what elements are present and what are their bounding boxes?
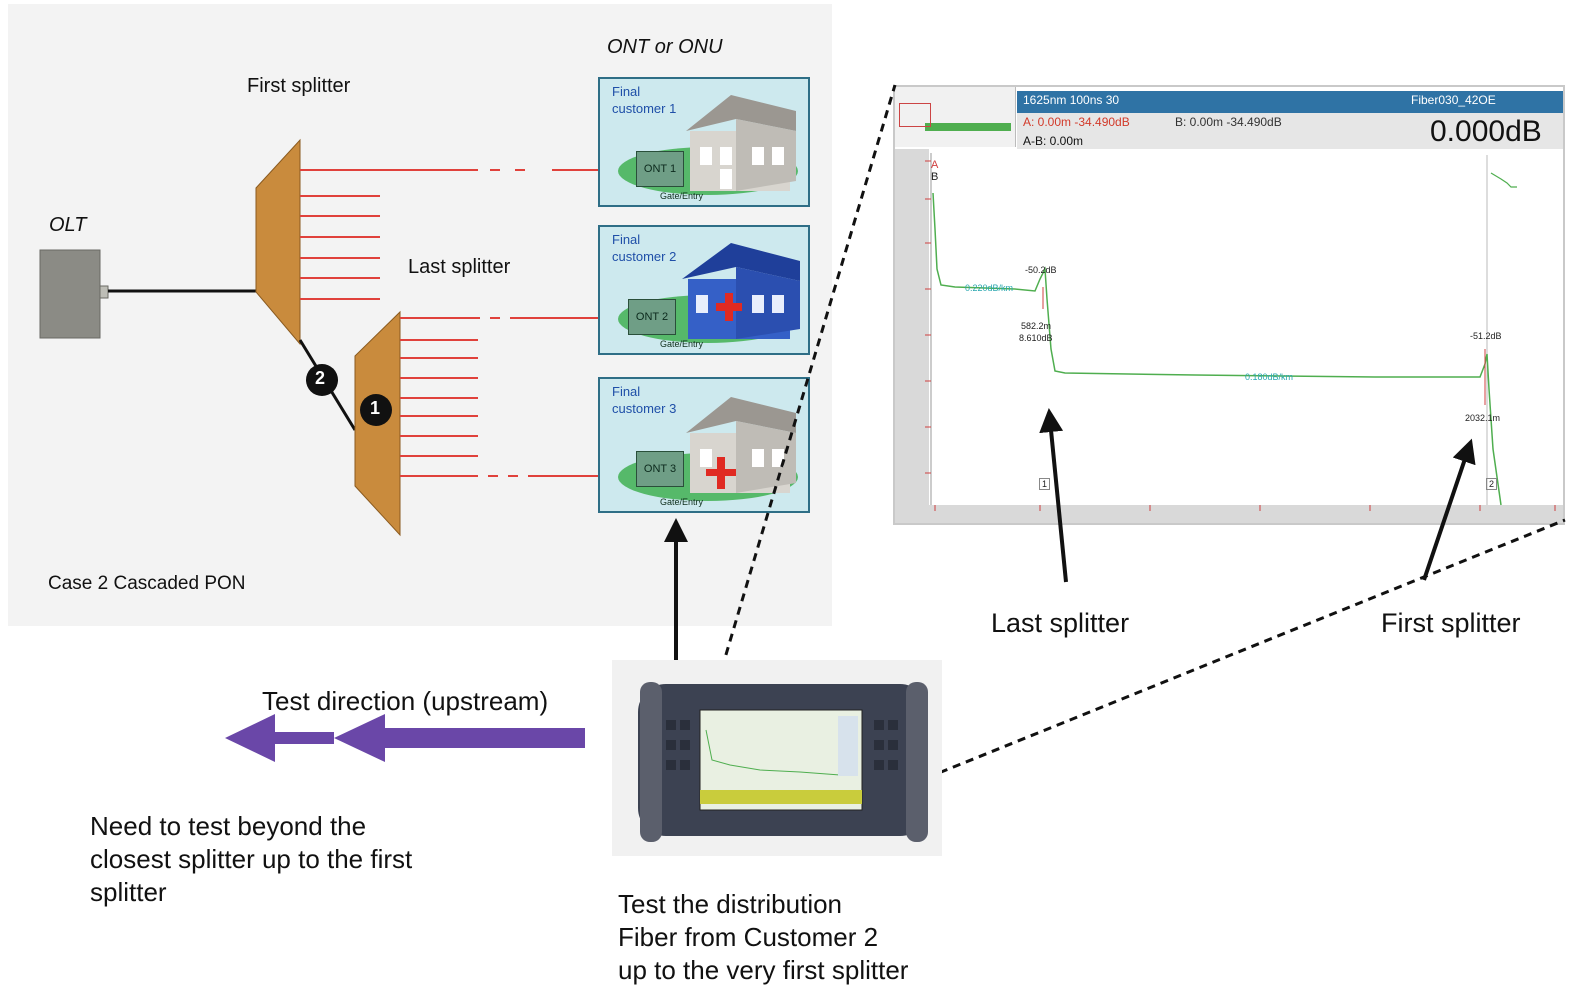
cursor-ab-readout: A-B: 0.00m <box>1023 134 1084 148</box>
otdr-header-bar <box>1017 91 1563 113</box>
marker-2-circle <box>306 364 338 396</box>
need-text-line: closest splitter up to the first <box>90 844 413 874</box>
event-1-loss: 8.610dB <box>1019 333 1053 343</box>
section-2-slope: 0.180dB/km <box>1245 372 1294 382</box>
otdr-loss-value: 0.000dB <box>1430 115 1542 148</box>
house-icon <box>682 243 800 339</box>
pon-diagram-graphics <box>39 138 640 537</box>
marker-1-label: 1 <box>370 398 381 418</box>
event-box-1: 1 <box>1039 478 1051 490</box>
event-1-distance: 582.2m <box>1021 321 1052 331</box>
house-icon <box>686 95 796 191</box>
event-2-reflectance: -51.2dB <box>1470 331 1502 341</box>
first-splitter-shape <box>255 138 301 346</box>
last-splitter-annotation: Last splitter <box>991 608 1130 638</box>
olt-box <box>39 249 101 339</box>
need-text-line: splitter <box>90 877 167 907</box>
overview-thumbnail <box>895 87 1016 147</box>
first-splitter-label: First splitter <box>247 75 351 97</box>
first-splitter-annotation: First splitter <box>1381 608 1521 638</box>
section-1-slope: 0.220dB/km <box>965 283 1014 293</box>
cursor-b-readout: B: 0.00m -34.490dB <box>1175 115 1282 129</box>
event-1-reflectance: -50.2dB <box>1025 265 1057 275</box>
ont-3: ONT 3 <box>636 451 684 487</box>
olt-label: OLT <box>49 214 87 236</box>
event-2-distance: 2032.1m <box>1465 413 1501 423</box>
ont-header-label: ONT or ONU <box>607 36 723 58</box>
ont-2: ONT 2 <box>628 299 676 335</box>
customer-2-box: ONT 2 Final customer 2 Gate/Entry <box>598 225 810 355</box>
customer-1-title: Final customer 1 <box>612 84 677 116</box>
test-text-line: Fiber from Customer 2 <box>618 922 879 952</box>
house-icon <box>686 397 796 493</box>
otdr-instrument-icon <box>612 660 942 856</box>
otdr-file-name: Fiber030_42OE <box>1411 93 1496 107</box>
customer-1-gate: Gate/Entry <box>660 191 704 201</box>
zoom-line-top <box>704 84 897 723</box>
test-distribution-text: Test the distribution Fiber from Custome… <box>618 888 908 987</box>
need-text: Need to test beyond the closest splitter… <box>90 810 412 909</box>
customer-3-box: ONT 3 Final customer 3 Gate/Entry <box>598 377 810 513</box>
otdr-acq-params: 1625nm 100ns 30 <box>1023 93 1120 107</box>
test-text-line: up to the very first splitter <box>618 955 909 985</box>
otdr-plot <box>895 149 1563 523</box>
event-box-2: 2 <box>1486 478 1498 490</box>
arrow-last-splitter <box>1039 408 1068 583</box>
cursor-a-marker: A <box>931 159 939 171</box>
direction-arrow-right <box>334 714 585 762</box>
marker-1-circle <box>360 394 392 426</box>
test-direction-label: Test direction (upstream) <box>262 686 549 716</box>
zoom-line-bottom <box>861 518 1566 806</box>
customer-3-title: Final customer 3 <box>612 384 677 416</box>
case-label: Case 2 Cascaded PON <box>48 573 246 594</box>
need-text-line: Need to test beyond the <box>90 811 367 841</box>
customer-2-title: Final customer 2 <box>612 232 677 264</box>
customer-3-gate: Gate/Entry <box>660 497 704 507</box>
customer-1-box: ONT 1 Final customer 1 Gate/Entry <box>598 77 810 207</box>
marker-2-label: 2 <box>315 368 326 388</box>
test-text-line: Test the distribution <box>618 889 843 919</box>
last-splitter-label: Last splitter <box>408 256 511 278</box>
otdr-cursor-bar <box>1017 113 1563 149</box>
cursor-b-marker: B <box>931 171 939 183</box>
cursor-a-readout: A: 0.00m -34.490dB <box>1023 115 1130 129</box>
direction-arrow-left <box>225 714 334 762</box>
customer-2-gate: Gate/Entry <box>660 339 704 349</box>
arrow-first-splitter <box>1422 438 1476 581</box>
ont-1: ONT 1 <box>636 151 684 187</box>
